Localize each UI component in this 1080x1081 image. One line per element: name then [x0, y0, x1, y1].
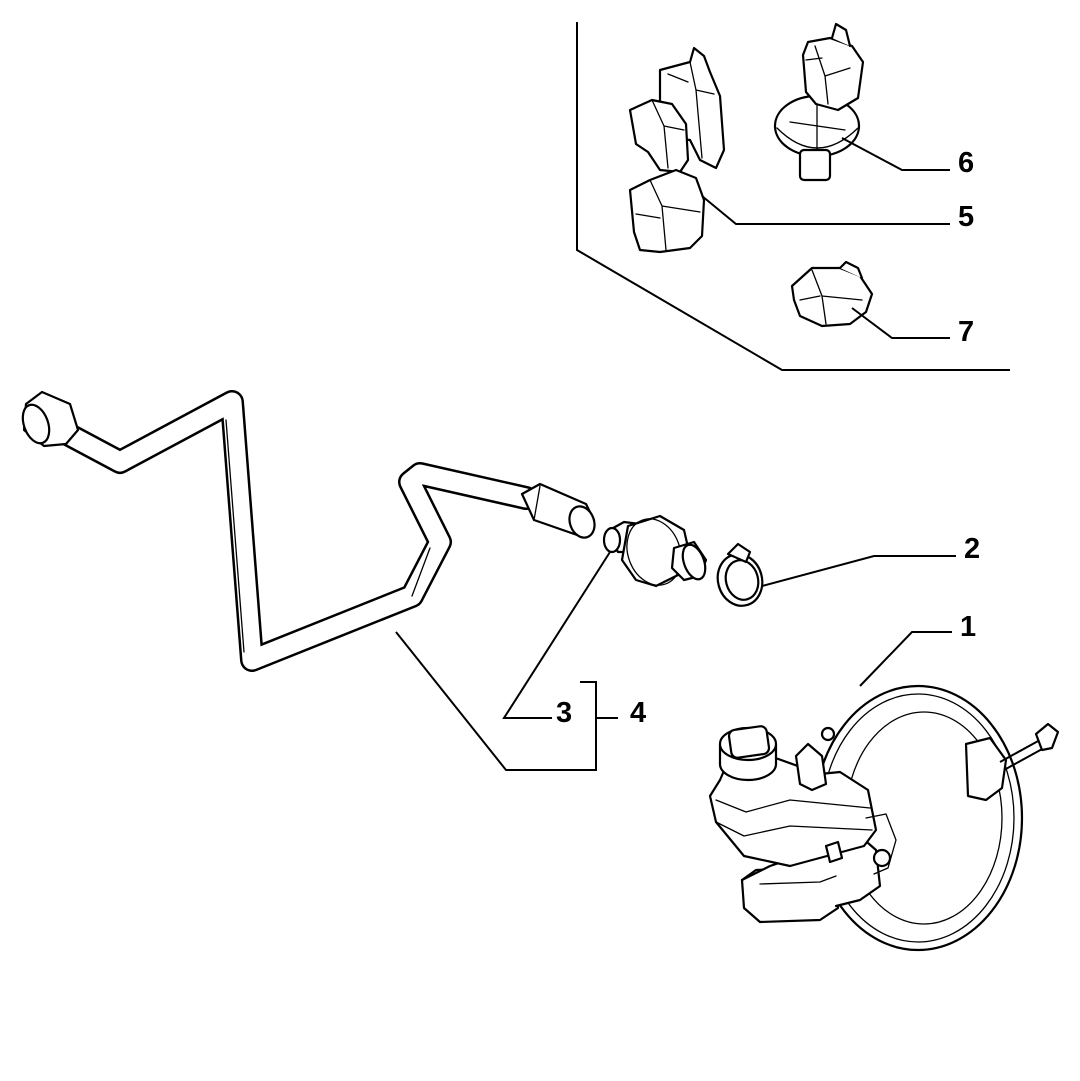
- clip-kit-bracket: [576, 22, 1010, 371]
- label-part-3: 3: [556, 697, 572, 729]
- label-part-7: 7: [958, 316, 974, 348]
- leader-lines: [395, 137, 956, 771]
- part-1-brake-servo: [708, 684, 1060, 952]
- label-part-6: 6: [958, 147, 974, 179]
- label-part-5: 5: [958, 201, 974, 233]
- part-7-small-clip: [790, 260, 874, 328]
- part-4-vacuum-hose: [21, 390, 596, 672]
- label-part-4: 4: [630, 697, 646, 729]
- part-6-clip-round-base: [773, 22, 865, 182]
- part-3-check-valve: [602, 514, 708, 588]
- label-part-1: 1: [960, 611, 976, 643]
- part-2-hose-clamp: [716, 542, 764, 607]
- label-part-2: 2: [964, 533, 980, 565]
- part-5-double-clip: [628, 46, 726, 254]
